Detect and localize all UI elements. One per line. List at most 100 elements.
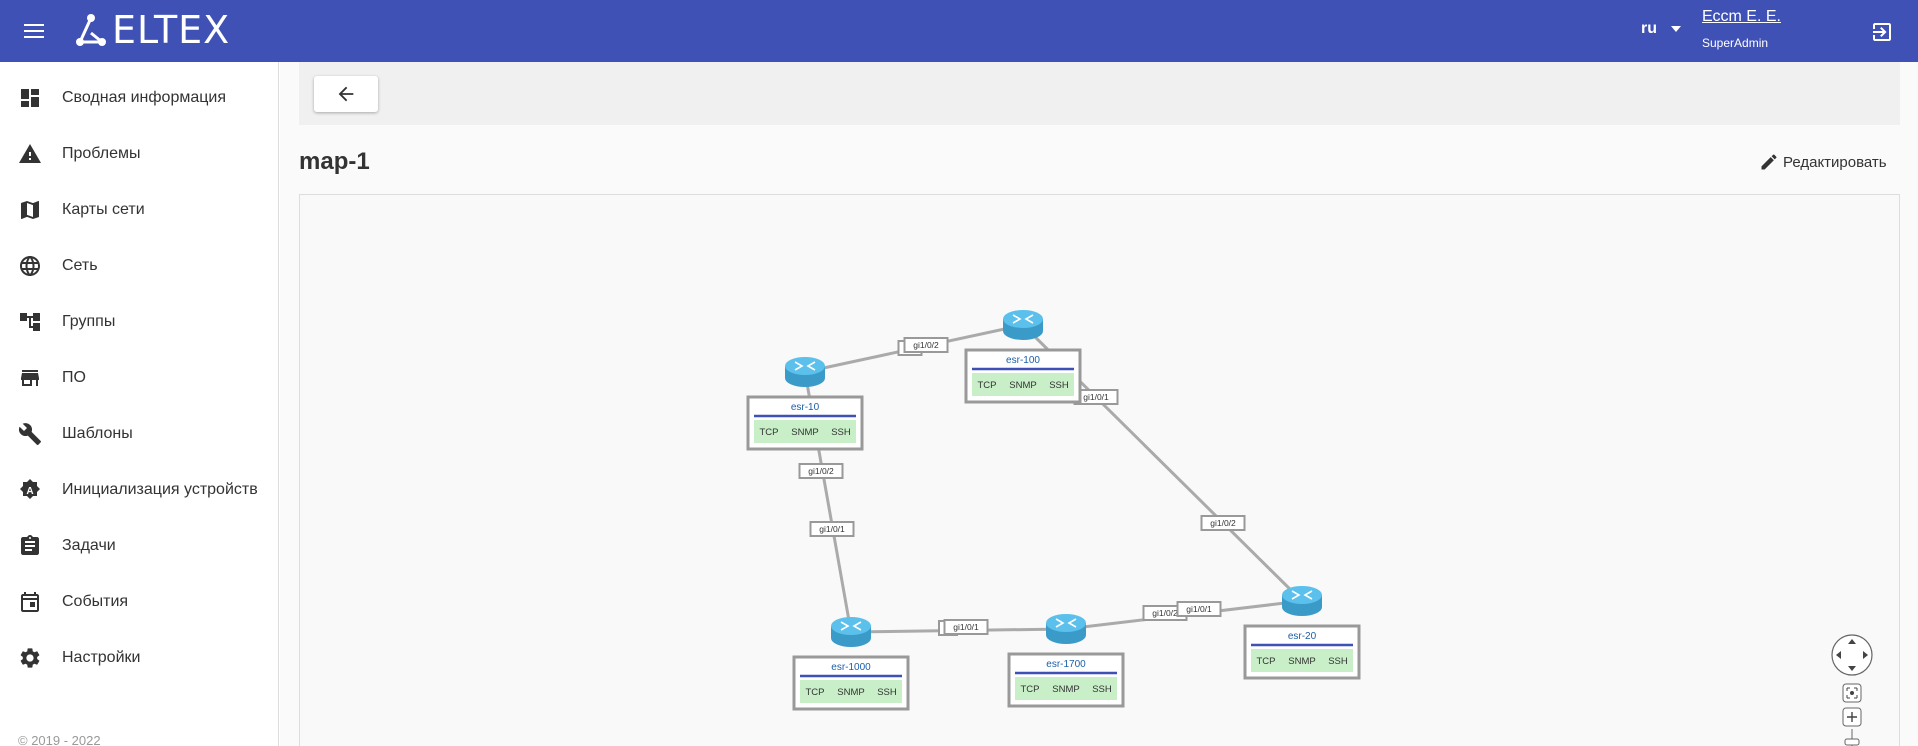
warning-icon bbox=[19, 144, 41, 163]
port-label-text: gi1/0/1 bbox=[1083, 392, 1109, 402]
gear-icon bbox=[20, 648, 40, 668]
sidebar-item-events[interactable]: События bbox=[0, 574, 279, 630]
sidebar-item-templates[interactable]: Шаблоны bbox=[0, 406, 279, 462]
port-label: gi1/0/1 bbox=[1073, 389, 1119, 405]
globe-icon bbox=[20, 256, 40, 276]
device-name: esr-20 bbox=[1288, 631, 1317, 642]
edit-button[interactable]: Редактировать bbox=[1759, 150, 1887, 174]
zoom-slider-icon[interactable] bbox=[1842, 729, 1862, 746]
router-icon bbox=[785, 357, 825, 387]
copyright: © 2019 - 2022 bbox=[18, 733, 101, 746]
service-tcp: TCP bbox=[1021, 684, 1040, 695]
port-label: gi1/0/1 bbox=[809, 521, 855, 537]
calendar-icon bbox=[21, 592, 39, 612]
service-tcp: TCP bbox=[978, 380, 997, 391]
router-icon bbox=[1003, 310, 1043, 340]
port-label-text: gi1/0/2 bbox=[1152, 608, 1178, 618]
zoom-in-icon[interactable] bbox=[1842, 707, 1862, 727]
groups-icon bbox=[20, 313, 40, 331]
port-label: gi1/0/2 bbox=[1200, 515, 1246, 531]
device-services bbox=[972, 373, 1074, 396]
device-name: esr-1700 bbox=[1046, 659, 1086, 670]
user-role: SuperAdmin bbox=[1702, 36, 1769, 50]
eltex-logo: ELTEX bbox=[74, 8, 231, 52]
sidebar-item-label: Сеть bbox=[62, 257, 98, 274]
sidebar-item-groups[interactable]: Группы bbox=[0, 294, 279, 350]
back-button[interactable] bbox=[314, 76, 378, 112]
device-name: esr-1000 bbox=[831, 662, 871, 673]
sidebar-item-network-maps[interactable]: Карты сети bbox=[0, 182, 279, 238]
dashboard-icon bbox=[21, 89, 39, 107]
service-snmp: SNMP bbox=[1052, 684, 1079, 695]
hamburger-menu-icon[interactable] bbox=[22, 20, 46, 42]
user-name-link[interactable]: Есcm Е. Е. bbox=[1702, 8, 1781, 25]
page-title: map-1 bbox=[299, 148, 370, 175]
store-icon bbox=[21, 370, 39, 386]
svg-text:A: A bbox=[26, 486, 33, 497]
sidebar-item-device-init[interactable]: A Инициализация устройств bbox=[0, 462, 279, 518]
service-ssh: SSH bbox=[1049, 380, 1069, 391]
pencil-icon bbox=[1761, 154, 1777, 170]
sidebar-item-label: Карты сети bbox=[62, 201, 145, 218]
zoom-fit-icon[interactable] bbox=[1842, 683, 1862, 703]
device-services bbox=[1015, 677, 1117, 700]
service-tcp: TCP bbox=[760, 427, 779, 438]
sidebar-item-problems[interactable]: Проблемы bbox=[0, 126, 279, 182]
sidebar-item-settings[interactable]: Настройки bbox=[0, 630, 279, 686]
sidebar-item-label: Инициализация устройств bbox=[62, 481, 258, 498]
sidebar-item-label: Шаблоны bbox=[62, 425, 133, 442]
language-selector[interactable]: ru bbox=[1641, 20, 1681, 38]
port-label-text: gi1/0/2 bbox=[808, 466, 834, 476]
router-icon bbox=[1046, 614, 1086, 644]
sidebar: Сводная информация Проблемы Карты сети С… bbox=[0, 62, 279, 746]
service-ssh: SSH bbox=[831, 427, 851, 438]
network-map[interactable]: gi1gi1/0/2gi1/0/1gi1/0/2gi1/0/2gi1/0/1gi… bbox=[300, 195, 1901, 746]
service-snmp: SNMP bbox=[791, 427, 818, 438]
logo-text: ELTEX bbox=[112, 8, 231, 52]
wrench-icon bbox=[18, 423, 41, 445]
port-label: gi1/0/1 bbox=[1176, 601, 1222, 617]
service-snmp: SNMP bbox=[1288, 656, 1315, 667]
toolbar bbox=[299, 62, 1900, 125]
logo-mark-icon bbox=[76, 14, 106, 46]
main-content: map-1 Редактировать gi1gi1/0/2gi1/0/1gi1… bbox=[280, 62, 1918, 746]
port-label-text: gi1/0/1 bbox=[819, 524, 845, 534]
sidebar-item-label: События bbox=[62, 593, 129, 610]
sidebar-item-tasks[interactable]: Задачи bbox=[0, 518, 279, 574]
language-value: ru bbox=[1641, 20, 1657, 37]
port-label: gi1/0/1 bbox=[943, 619, 989, 635]
service-tcp: TCP bbox=[806, 687, 825, 698]
device-services bbox=[800, 680, 902, 703]
edit-label: Редактировать bbox=[1783, 153, 1887, 171]
sidebar-item-network[interactable]: Сеть bbox=[0, 238, 279, 294]
sidebar-item-label: ПО bbox=[62, 369, 86, 386]
device-name: esr-10 bbox=[791, 402, 820, 413]
sidebar-item-dashboard[interactable]: Сводная информация bbox=[0, 70, 279, 126]
router-icon bbox=[1282, 586, 1322, 616]
port-label: gi1/0/2 bbox=[903, 337, 949, 353]
port-label: gi1/0/2 bbox=[798, 463, 844, 479]
router-icon bbox=[831, 617, 871, 647]
network-map-canvas[interactable]: gi1gi1/0/2gi1/0/1gi1/0/2gi1/0/2gi1/0/1gi… bbox=[299, 194, 1900, 746]
service-snmp: SNMP bbox=[1009, 380, 1036, 391]
device-name: esr-100 bbox=[1006, 355, 1040, 366]
port-label-text: gi1/0/1 bbox=[1186, 604, 1212, 614]
pan-control-icon[interactable] bbox=[1830, 633, 1874, 677]
sidebar-item-label: Проблемы bbox=[62, 145, 141, 162]
clipboard-icon bbox=[21, 535, 39, 555]
port-label-text: gi1/0/2 bbox=[913, 340, 939, 350]
service-tcp: TCP bbox=[1257, 656, 1276, 667]
sidebar-item-label: Настройки bbox=[62, 649, 141, 666]
service-ssh: SSH bbox=[1092, 684, 1112, 695]
port-label-text: gi1/0/1 bbox=[953, 622, 979, 632]
sidebar-item-software[interactable]: ПО bbox=[0, 350, 279, 406]
device-services bbox=[1251, 649, 1353, 672]
logout-icon[interactable] bbox=[1870, 20, 1894, 44]
sidebar-item-label: Задачи bbox=[62, 537, 116, 554]
map-icon bbox=[21, 201, 39, 219]
